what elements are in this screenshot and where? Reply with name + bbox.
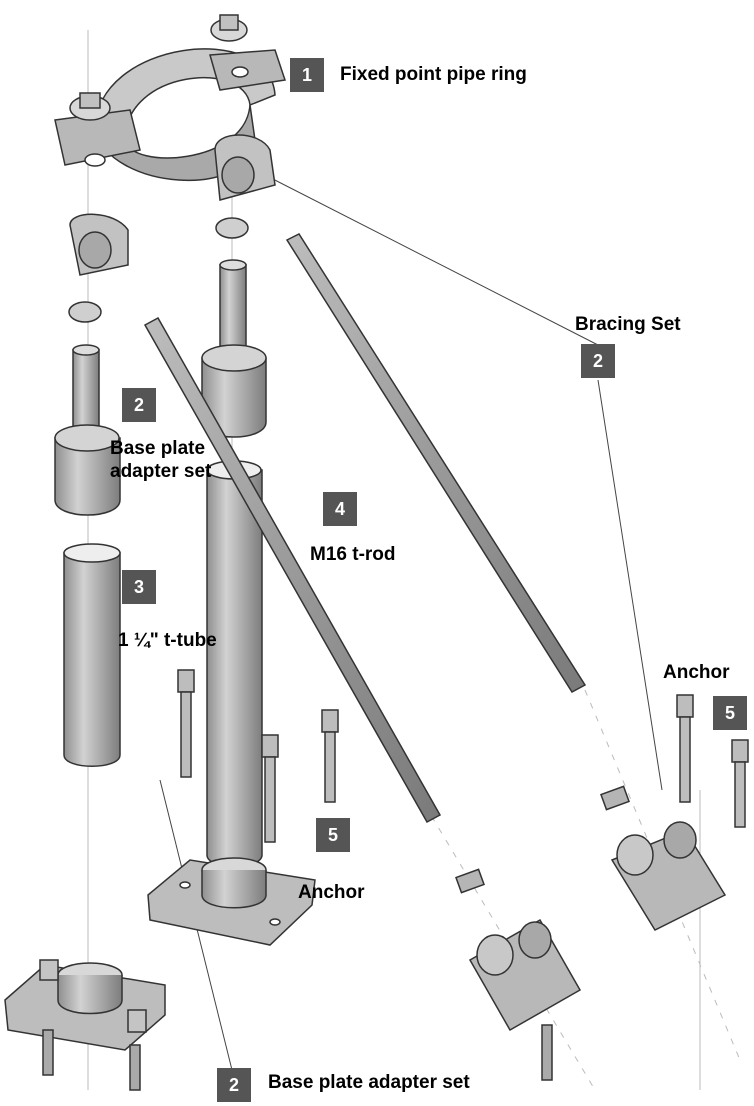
- tube-left: [63, 543, 121, 767]
- callout-badge-tube: 3: [122, 570, 156, 604]
- callout-badge-rod: 4: [323, 492, 357, 526]
- pipe-ring: [54, 14, 286, 182]
- adapter-left: [54, 344, 121, 516]
- callout-label-base-plate-upper-line1: Base plate: [110, 438, 206, 459]
- callout-label-anchor-right: Anchor: [663, 662, 730, 683]
- hinge-bracket-right: [610, 821, 727, 931]
- callout-label-pipe-ring: Fixed point pipe ring: [340, 64, 527, 85]
- base-plate-middle: [147, 857, 316, 946]
- callout-badge-1: 1: [290, 58, 324, 92]
- callout-label-tube: 1 ¼" t-tube: [118, 630, 217, 651]
- anchor-set-right: [676, 694, 749, 828]
- callout-label-anchor-middle: Anchor: [298, 882, 365, 903]
- callout-label-rod: M16 t-rod: [310, 544, 396, 565]
- callout-badge-anchor-right: 5: [713, 696, 747, 730]
- rods: [143, 233, 630, 894]
- callout-label-base-plate-upper-line2: adapter set: [110, 461, 212, 482]
- tube-middle: [206, 460, 263, 867]
- leader-lines: [87, 30, 741, 1091]
- callout-badge-base-plate-upper: 2: [122, 388, 156, 422]
- base-plate-lower: [4, 959, 166, 1091]
- callout-badge-bracing-set: 2: [581, 344, 615, 378]
- link-left: [68, 213, 129, 323]
- callout-label-base-plate-lower: Base plate adapter set: [268, 1072, 470, 1093]
- adapter-middle: [201, 259, 267, 438]
- hinge-upper-right: [214, 134, 276, 239]
- callout-badge-base-plate-lower: 2: [217, 1068, 251, 1102]
- callout-label-bracing-set: Bracing Set: [575, 314, 681, 335]
- anchor-set-middle: [177, 669, 339, 843]
- callout-badge-anchor-middle: 5: [316, 818, 350, 852]
- hinge-bracket-lower: [468, 918, 582, 1081]
